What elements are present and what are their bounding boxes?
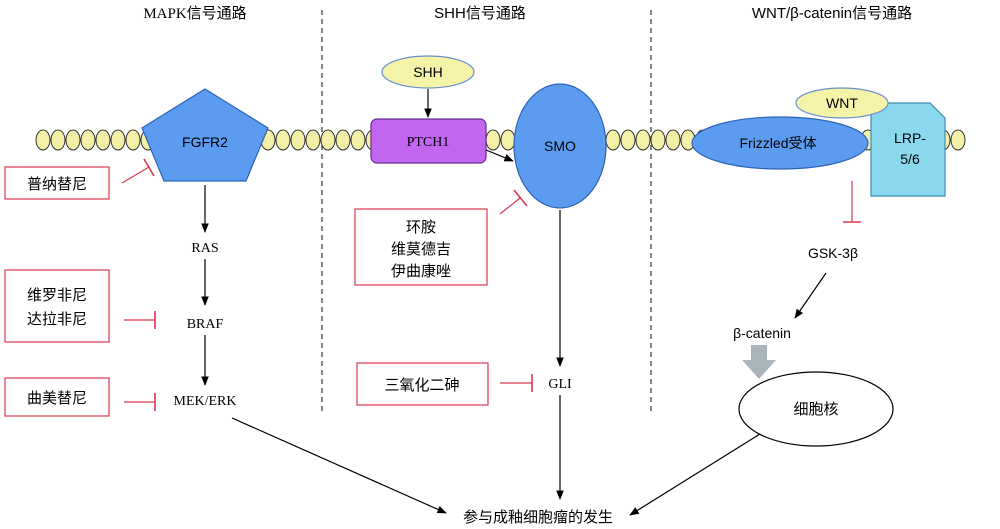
gli-label: GLI [548,377,572,392]
arrow-ptch1-smo [485,149,514,162]
nucleus-label: 细胞核 [793,401,838,418]
membrane-bead [665,129,681,151]
smo-inhibitor-box [354,208,488,286]
membrane-bead [290,129,306,151]
membrane-bead [620,129,636,151]
fgfr2-label: FGFR2 [182,134,228,150]
membrane-bead [65,129,81,151]
ptch1-label: PTCH1 [407,135,450,150]
wnt-label: WNT [826,95,858,111]
catenin-label: β-catenin [733,325,791,341]
lrp56-label-line1: LRP- [894,130,926,146]
trametinib-box [4,377,110,417]
vemurafenib-label: 维罗非尼 [27,287,87,304]
arrow-nucleus-outcome [629,433,761,516]
braf-label: BRAF [187,317,224,332]
arrow-gsk-catenin [794,272,827,319]
inhibit-smo-bar [513,189,528,207]
arsenic-label: 三氧化二砷 [384,377,459,394]
mek-erk-label: MEK/ERK [174,394,237,409]
vismodegib-label: 维莫德吉 [391,240,451,258]
itraconazole-label: 伊曲康唑 [391,263,451,280]
lrp56-receptor [870,102,946,197]
frizzled-receptor [691,116,869,170]
membrane-bead [125,129,141,151]
braf-inhibitor-box [4,269,110,343]
membrane-bead [50,129,66,151]
cyclopamine-label: 环胺 [406,219,436,236]
header-shh: SHH信号通路 [434,5,526,22]
shh-label: SHH [413,64,443,80]
membrane-bead [305,129,321,151]
ponatinib-box [4,166,110,200]
trametinib-label: 曲美替尼 [27,390,87,407]
gsk3b-label: GSK-3β [808,245,858,261]
membrane-bead [605,129,621,151]
outcome-label: 参与成釉细胞瘤的发生 [463,509,613,526]
membrane-bead [335,129,351,151]
inhibit-ponatinib [121,166,150,184]
membrane-bead [320,129,336,151]
smo-receptor [513,83,607,209]
membrane-bead [35,129,51,151]
arrow-mek-outcome [231,417,447,514]
dabrafenib-label: 达拉非尼 [27,311,87,328]
fgfr2-receptor [141,88,269,182]
shh-ligand [381,55,475,89]
membrane-bead [110,129,126,151]
membrane-bead [650,129,666,151]
header-wnt: WNT/β-catenin信号通路 [752,5,912,22]
smo-label: SMO [544,138,576,154]
ras-label: RAS [191,241,218,256]
nucleus [738,371,894,447]
lrp56-label-line2: 5/6 [900,151,920,167]
header-mapk: MAPK信号通路 [143,5,246,22]
inhibit-smo [499,197,521,215]
inhibit-ponatinib-bar [143,158,155,177]
membrane-bead [500,129,516,151]
ponatinib-label: 普纳替尼 [27,176,87,193]
membrane-bead [350,129,366,151]
translocation-arrow [742,345,776,379]
frizzled-label: Frizzled受体 [739,135,816,151]
membrane-bead [80,129,96,151]
ptch1-receptor [370,118,487,164]
membrane-bead [635,129,651,151]
arsenic-box [356,362,489,406]
membrane-bead [275,129,291,151]
membrane-bead [95,129,111,151]
membrane-bead [485,129,501,151]
wnt-ligand [795,87,889,119]
membrane-bead [950,129,966,151]
